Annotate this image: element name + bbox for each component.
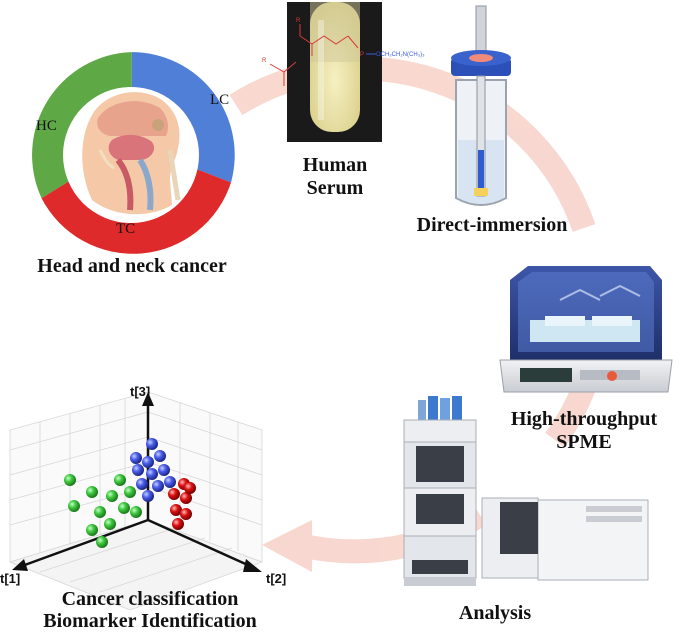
- score-point: [152, 480, 164, 492]
- score-point: [86, 524, 98, 536]
- head-illustration: [82, 92, 181, 215]
- label-spme: SPME: [556, 431, 612, 453]
- score-point: [154, 450, 166, 462]
- ring-segment-tc: [41, 169, 231, 254]
- score-point: [146, 468, 158, 480]
- score-point: [142, 490, 154, 502]
- score-point: [124, 486, 136, 498]
- label-serum: Serum: [306, 177, 364, 199]
- spme-machine: [499, 266, 673, 393]
- score-point: [64, 474, 76, 486]
- label-human-serum: Human Serum: [272, 154, 398, 200]
- chem-r1: R: [262, 58, 267, 64]
- label-result: Cancer classification Biomarker Identifi…: [0, 588, 300, 632]
- ring-label-lc: LC: [210, 92, 229, 108]
- label-high-throughput: High-throughput: [510, 408, 658, 430]
- ring-label-hc: HC: [36, 118, 57, 134]
- label-analysis: Analysis: [458, 602, 532, 624]
- score-point: [86, 486, 98, 498]
- score-point: [146, 438, 158, 450]
- score-point: [170, 504, 182, 516]
- label-direct-immersion: Direct-immersion: [416, 214, 568, 236]
- pca-points-green: [64, 474, 142, 548]
- label-high-throughput-spme: High-throughput SPME: [484, 408, 684, 454]
- score-point: [130, 452, 142, 464]
- serum-photo: R R P OCH₂CH₂N(CH₃)₃: [262, 2, 425, 142]
- ring-segment-lc: [131, 52, 235, 183]
- chem-choline: OCH₂CH₂N(CH₃)₃: [376, 52, 425, 58]
- score-point: [136, 478, 148, 490]
- score-point: [164, 476, 176, 488]
- phospholipid-structure: R R P OCH₂CH₂N(CH₃)₃: [262, 18, 425, 86]
- label-human: Human: [302, 154, 368, 176]
- label-head-neck-cancer: Head and neck cancer: [37, 255, 227, 277]
- cancer-ring: LC TC HC: [32, 52, 235, 254]
- label-biomarker-identification: Biomarker Identification: [43, 610, 257, 632]
- score-point: [106, 490, 118, 502]
- score-point: [118, 502, 130, 514]
- pca-points-red: [168, 478, 196, 530]
- pca-points-blue: [130, 438, 176, 502]
- score-point: [94, 506, 106, 518]
- label-cancer-classification: Cancer classification: [61, 588, 239, 610]
- vial-illustration: [451, 5, 511, 206]
- score-point: [68, 500, 80, 512]
- score-point: [180, 508, 192, 520]
- ring-label-tc: TC: [116, 221, 135, 237]
- pca-plot: t[3] t[1] t[2]: [0, 384, 286, 611]
- chem-r2: R: [296, 18, 301, 24]
- lcms-instrument: [403, 396, 649, 586]
- score-point: [142, 456, 154, 468]
- chem-phosphate: P: [360, 52, 364, 58]
- axis-label-t2: t[2]: [266, 571, 286, 586]
- score-point: [180, 492, 192, 504]
- score-point: [184, 482, 196, 494]
- pca-grid: [8, 391, 264, 611]
- score-point: [130, 506, 142, 518]
- score-point: [158, 464, 170, 476]
- score-point: [168, 488, 180, 500]
- score-point: [172, 518, 184, 530]
- ring-segment-hc: [32, 52, 132, 199]
- axis-label-t3: t[3]: [130, 384, 150, 399]
- score-point: [96, 536, 108, 548]
- axis-label-t1: t[1]: [0, 571, 20, 586]
- score-point: [104, 518, 116, 530]
- score-point: [132, 464, 144, 476]
- score-point: [114, 474, 126, 486]
